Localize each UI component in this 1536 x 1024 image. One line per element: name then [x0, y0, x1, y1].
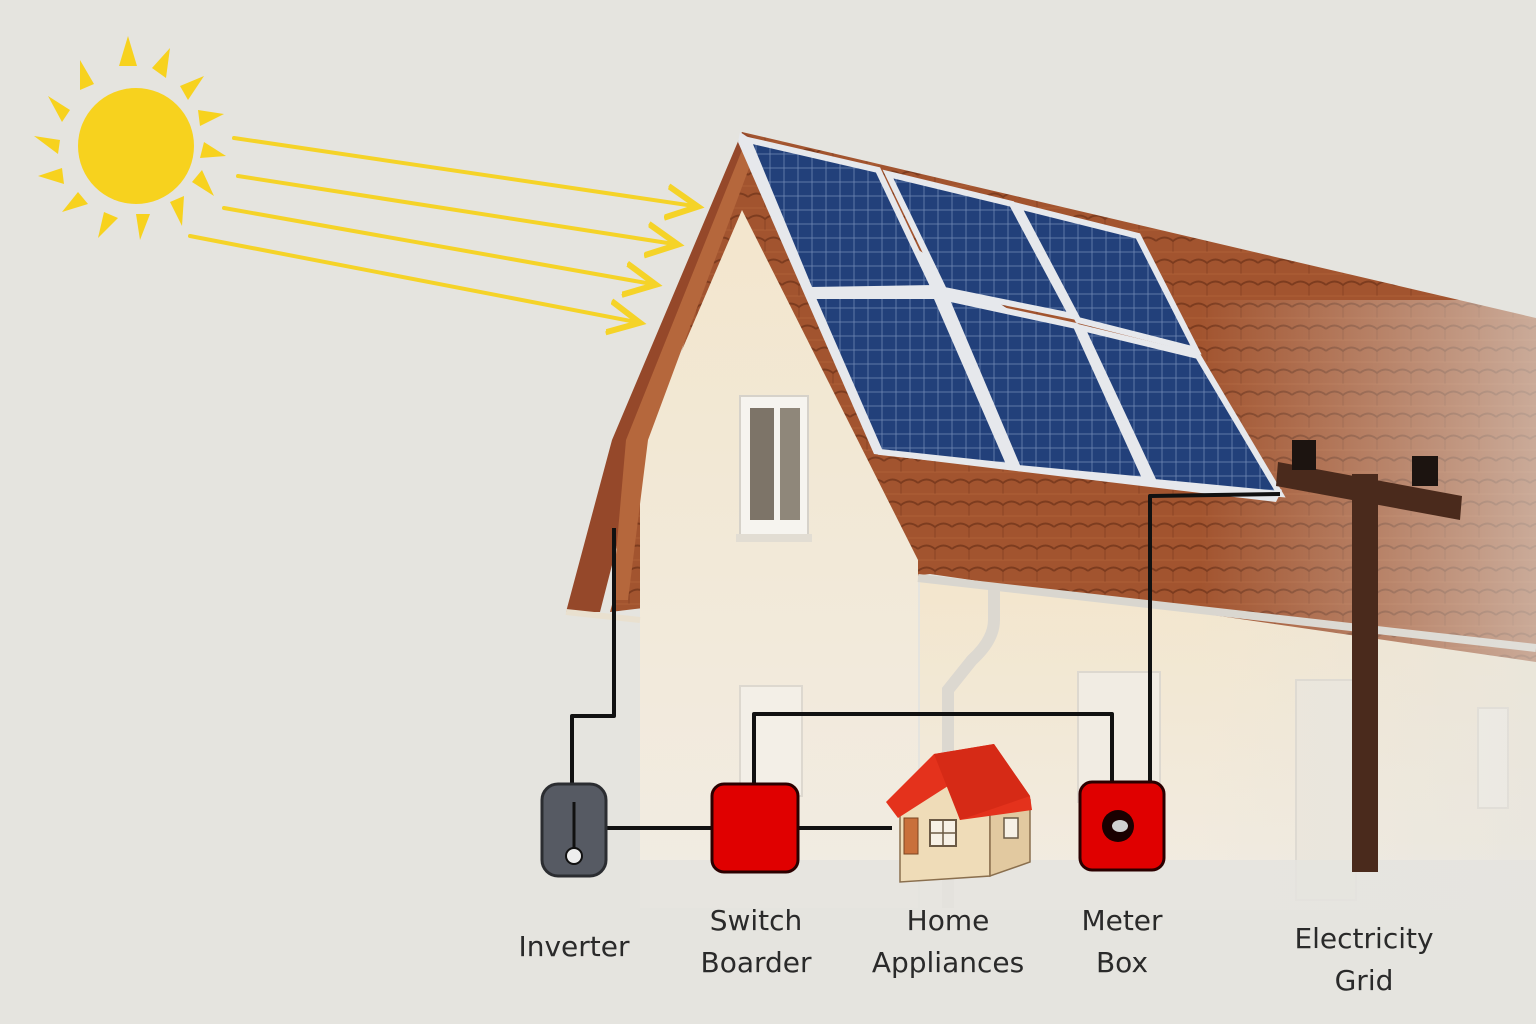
attic-window — [736, 395, 812, 542]
wire-switch-to-meter — [752, 712, 1114, 786]
solar-panel — [743, 135, 939, 294]
home-appliances-icon — [886, 744, 1032, 883]
sun-icon — [34, 36, 226, 240]
home-appliances-label: Home Appliances — [872, 900, 1024, 984]
downpipe — [942, 590, 1000, 908]
sun-rays — [188, 136, 694, 322]
wire-panel-to-inverter — [570, 528, 616, 788]
solar-panel — [807, 293, 1015, 470]
fascia — [565, 609, 641, 623]
home-appliances-label-line: Home — [906, 904, 990, 937]
electricity-grid-label-line: Electricity — [1294, 922, 1434, 955]
sun-ray — [222, 206, 652, 284]
sun-ray — [236, 174, 674, 244]
meter-box-label-line: Box — [1095, 946, 1149, 979]
switch-board-icon — [710, 782, 800, 874]
meter-box-label-line: Meter — [1081, 904, 1163, 937]
gable-wall — [640, 210, 918, 908]
switch-board-label-line: Switch — [709, 904, 803, 937]
solar-panel — [1012, 201, 1202, 355]
wire-meter-to-panel — [1148, 492, 1281, 786]
inverter-icon — [540, 782, 608, 878]
meter-box-icon — [1078, 780, 1166, 872]
sun-ray — [188, 234, 636, 322]
inverter-label-line: Inverter — [518, 930, 630, 963]
switch-board-label-line: Boarder — [700, 946, 812, 979]
roof-edge-highlight — [612, 150, 752, 600]
wiring — [570, 492, 1281, 830]
sun-ray — [232, 136, 694, 206]
solar-panel — [882, 169, 1078, 321]
window — [739, 685, 803, 797]
home-appliances-label-line: Appliances — [871, 946, 1025, 979]
switch-board-label: Switch Boarder — [700, 900, 811, 984]
meter-box-label: Meter Box — [1081, 900, 1162, 984]
solar-panel-icon — [738, 132, 1286, 502]
utility-pole-icon — [1276, 440, 1462, 872]
electricity-grid-label: Electricity Grid — [1294, 918, 1433, 1002]
inverter-label: Inverter — [518, 926, 629, 968]
solar-panel — [940, 293, 1151, 484]
electricity-grid-label-line: Grid — [1334, 964, 1394, 997]
